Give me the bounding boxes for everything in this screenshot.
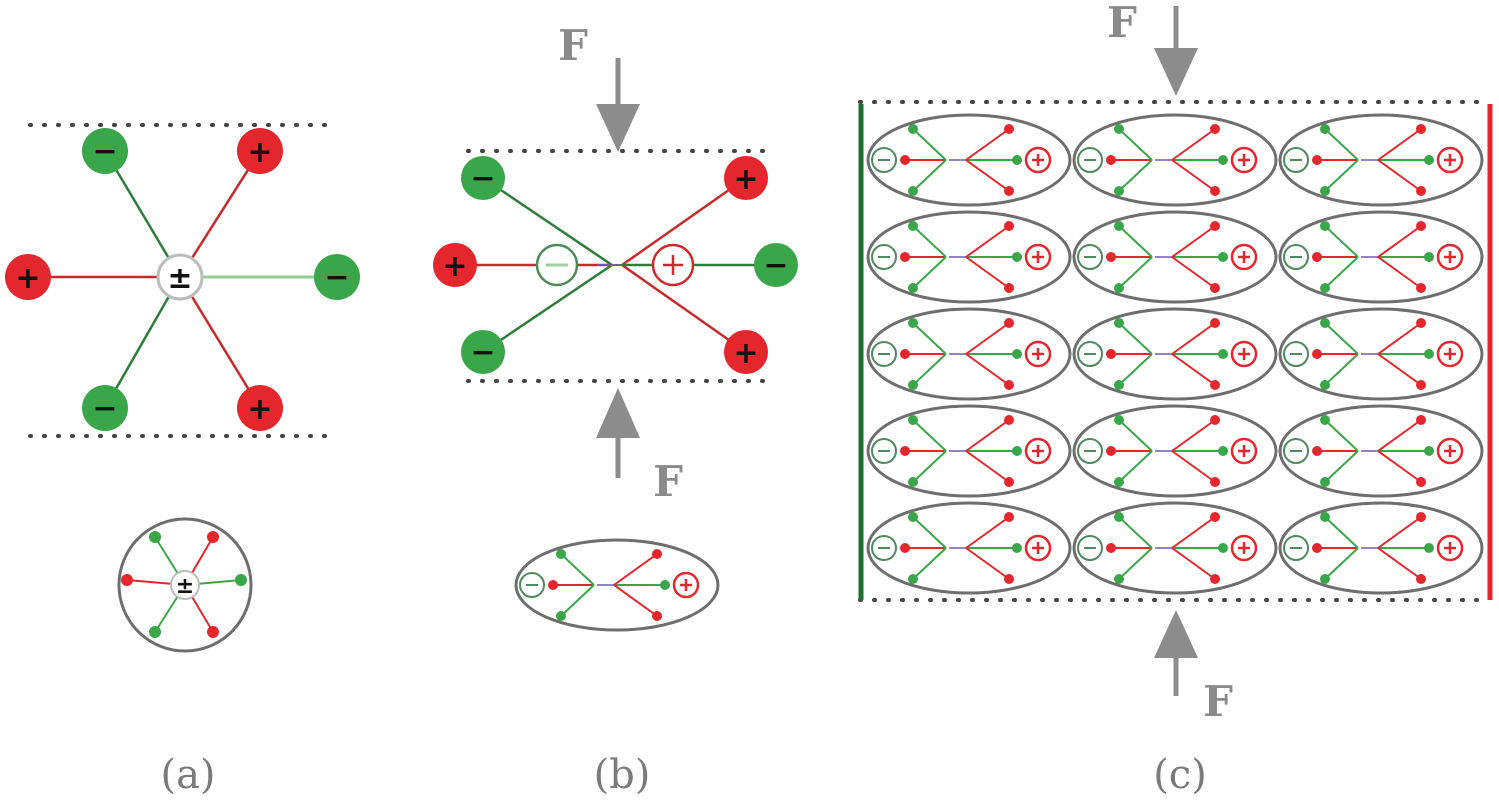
grid-oval-cell: [1072, 501, 1278, 595]
bond-lower-left: [103, 276, 182, 409]
positive-ion: [5, 254, 51, 300]
force-label-top: F: [558, 21, 588, 70]
panel-b: F − − + + + −: [433, 21, 798, 798]
grid-oval-cell: [866, 307, 1072, 401]
negative-ion-sign: −: [324, 260, 349, 295]
positive-ion: [237, 385, 283, 431]
negative-ion: [82, 385, 128, 431]
mini-oval-cell: [514, 538, 720, 632]
positive-ion-sign: +: [247, 135, 272, 170]
force-arrow-up: [596, 388, 640, 478]
grid-oval-cell: [1072, 404, 1278, 498]
caption-c: (c): [1153, 752, 1207, 798]
bond: [482, 176, 613, 267]
negative-ion-sign: −: [92, 134, 117, 169]
bond: [482, 263, 613, 354]
negative-charge-center: [535, 243, 579, 287]
positive-ion: [724, 330, 768, 374]
negative-ion-sign: −: [470, 335, 495, 370]
negative-ion: [461, 156, 505, 200]
positive-ion-sign: +: [15, 261, 40, 296]
negative-ion: [314, 254, 360, 300]
grid-oval-cell: [866, 113, 1072, 207]
oval-cell-grid: [866, 113, 1484, 595]
bond-upper-right: [178, 150, 262, 278]
positive-ion-sign: +: [442, 249, 467, 284]
negative-ion-sign: −: [470, 161, 495, 196]
negative-ion-sign: −: [92, 391, 117, 426]
force-label-bottom: F: [653, 457, 683, 506]
grid-oval-cell: [1072, 113, 1278, 207]
mini-circle-cell: ±: [117, 517, 253, 653]
grid-oval-cell: [1278, 501, 1484, 595]
negative-ion-sign: −: [763, 248, 788, 283]
positive-ion-sign: +: [733, 336, 758, 371]
positive-ion: [433, 243, 477, 287]
grid-oval-cell: [1278, 210, 1484, 304]
negative-ion: [82, 128, 128, 174]
force-arrow-down: [596, 58, 640, 152]
grid-oval-cell: [866, 404, 1072, 498]
positive-ion: [724, 156, 768, 200]
negative-ion: [754, 243, 798, 287]
grid-oval-cell: [866, 501, 1072, 595]
panel-c: F F (c): [858, 0, 1493, 798]
center-charge-sign: ±: [167, 261, 192, 296]
force-arrow-up: [1154, 610, 1198, 696]
positive-ion-sign: +: [733, 162, 758, 197]
grid-oval-cell: [866, 210, 1072, 304]
grid-oval-cell: [1278, 113, 1484, 207]
caption-a: (a): [160, 752, 215, 798]
bond-upper-left: [103, 150, 182, 278]
panel-a: − + + − − + ± ± (a): [5, 123, 360, 798]
mini-center-sign: ±: [176, 574, 194, 599]
bond-lower-right: [178, 276, 262, 409]
center-charge: [156, 253, 204, 301]
force-label-top: F: [1107, 0, 1137, 47]
positive-ion: [237, 128, 283, 174]
force-label-bottom: F: [1203, 677, 1233, 726]
grid-oval-cell: [1278, 307, 1484, 401]
positive-charge-center: [651, 243, 695, 287]
caption-b: (b): [594, 752, 651, 798]
grid-oval-cell: [1072, 210, 1278, 304]
grid-oval-cell: [1072, 307, 1278, 401]
bond: [621, 176, 747, 267]
bond: [621, 263, 747, 354]
positive-ion-sign: +: [247, 392, 272, 427]
grid-oval-cell: [1278, 404, 1484, 498]
force-arrow-down: [1154, 6, 1198, 96]
negative-ion: [461, 330, 505, 374]
